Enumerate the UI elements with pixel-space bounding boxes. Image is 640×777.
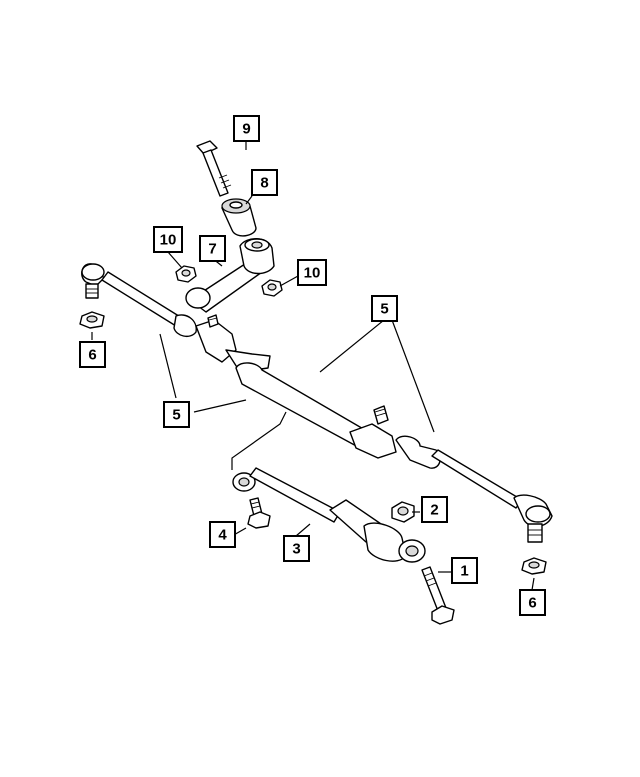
leader-lines: [91, 142, 535, 591]
tie-rod-part-5-right: [395, 435, 553, 543]
bolt-part-4: [247, 497, 271, 529]
svg-text:6: 6: [88, 347, 96, 364]
callout-6-right: 6: [519, 589, 546, 616]
svg-text:8: 8: [260, 175, 268, 192]
nut-part-10-right: [261, 279, 283, 297]
svg-text:2: 2: [430, 502, 438, 519]
tie-rod-part-5-left: [81, 263, 197, 338]
callout-2: 2: [421, 496, 448, 523]
nut-part-6-right: [521, 557, 547, 575]
svg-text:5: 5: [380, 301, 388, 318]
callout-8: 8: [251, 169, 278, 196]
callout-4: 4: [209, 521, 236, 548]
bushing-part-8: [221, 198, 257, 237]
callout-7: 7: [199, 235, 226, 262]
svg-text:3: 3: [292, 541, 300, 558]
steering-damper-part-3: [232, 467, 426, 563]
callout-5-right: 5: [371, 295, 398, 322]
svg-text:5: 5: [172, 407, 180, 424]
callout-10-right: 10: [297, 259, 327, 286]
svg-text:6: 6: [528, 595, 536, 612]
callout-10-left: 10: [153, 226, 183, 253]
nut-part-6-left: [79, 311, 105, 329]
bolt-part-9: [196, 140, 232, 197]
callout-1: 1: [451, 557, 478, 584]
svg-text:10: 10: [304, 265, 321, 282]
nut-part-2: [391, 501, 415, 523]
callout-6-left: 6: [79, 341, 106, 368]
callout-3: 3: [283, 535, 310, 562]
bolt-part-1: [421, 566, 455, 625]
svg-text:4: 4: [218, 527, 227, 544]
svg-text:9: 9: [242, 121, 250, 138]
idler-arm-part-7: [185, 238, 275, 313]
center-link-part-5: [195, 314, 397, 459]
callout-9: 9: [233, 115, 260, 142]
callout-5-left: 5: [163, 401, 190, 428]
svg-text:1: 1: [460, 563, 468, 580]
svg-text:10: 10: [160, 232, 177, 249]
nut-part-10-left: [175, 265, 197, 283]
svg-text:7: 7: [208, 241, 216, 258]
